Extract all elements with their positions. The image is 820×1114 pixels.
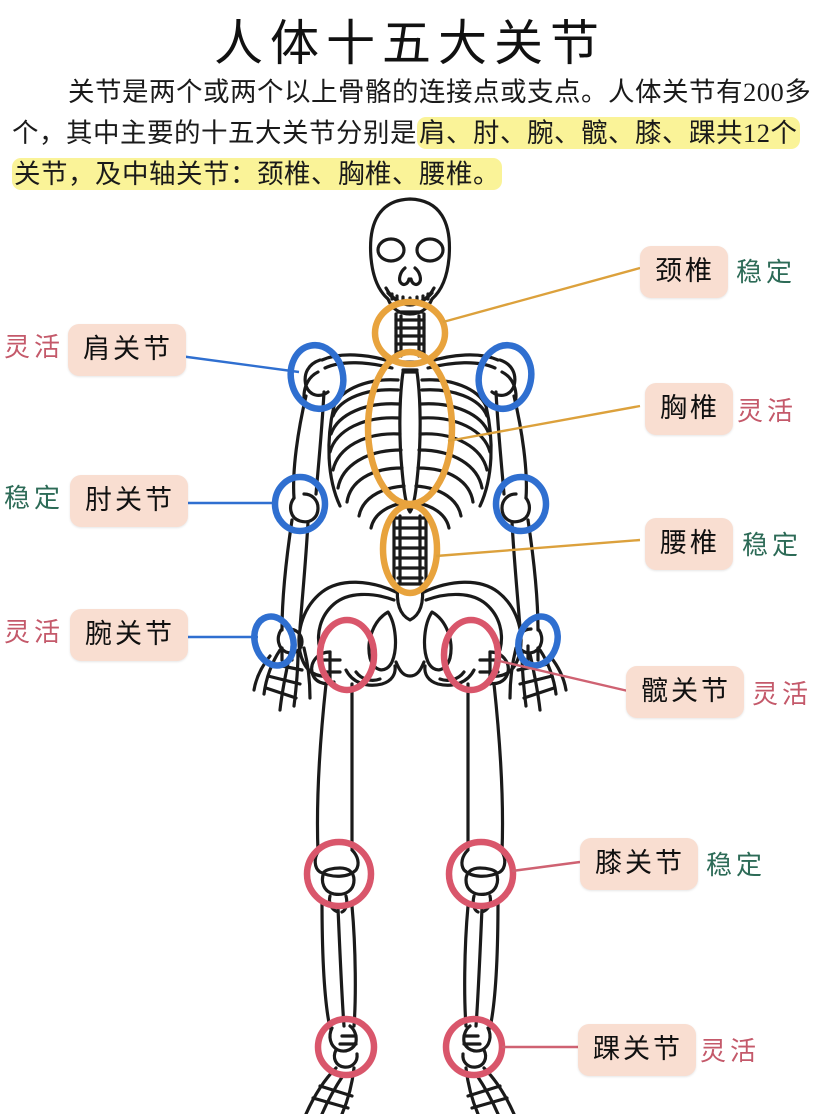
label-ankle[interactable]: 踝关节 — [578, 1024, 696, 1076]
wrist-right-highlight-circle — [515, 613, 561, 669]
shoulder-quality-tag: 灵活 — [4, 333, 65, 362]
wrist-quality-tag: 灵活 — [4, 618, 65, 647]
knee-right-highlight-circle — [445, 838, 517, 910]
lumbar-highlight-circle — [379, 501, 441, 597]
page-title: 人体十五大关节 — [213, 16, 606, 71]
label-shoulder[interactable]: 肩关节 — [68, 324, 186, 376]
label-knee[interactable]: 膝关节 — [580, 838, 698, 890]
ankle-left-highlight-circle — [314, 1015, 378, 1079]
intro-paragraph: 关节是两个或两个以上骨骼的连接点或支点。人体关节有200多个，其中主要的十五大关… — [12, 72, 812, 195]
ankle-right-highlight-circle — [442, 1015, 506, 1079]
connector-thoracic — [447, 404, 641, 443]
label-wrist[interactable]: 腕关节 — [70, 609, 188, 661]
knee-quality-tag: 稳定 — [706, 851, 767, 880]
decorative-dot — [395, 1076, 410, 1091]
elbow-quality-tag: 稳定 — [4, 484, 65, 513]
thoracic-quality-tag: 灵活 — [737, 397, 798, 426]
label-hip[interactable]: 髋关节 — [626, 666, 744, 718]
connector-hip — [494, 658, 629, 693]
lumbar-quality-tag: 稳定 — [742, 531, 803, 560]
connector-shoulder — [179, 354, 300, 374]
shoulder-left-highlight-circle — [287, 341, 347, 413]
knee-left-highlight-circle — [303, 838, 375, 910]
cervical-highlight-circle — [371, 298, 449, 368]
hip-quality-tag: 灵活 — [752, 680, 813, 709]
elbow-right-highlight-circle — [492, 473, 550, 535]
hip-right-highlight-circle — [440, 616, 502, 694]
intro-paragraph-plain: 关节是两个或两个以上骨骼的连接点或支点。人体关节有200多个，其中主要的十五大关… — [12, 77, 812, 148]
label-lumbar[interactable]: 腰椎 — [645, 518, 733, 570]
shoulder-right-highlight-circle — [475, 341, 535, 413]
wrist-left-highlight-circle — [251, 613, 297, 669]
label-thoracic[interactable]: 胸椎 — [645, 383, 733, 435]
thoracic-highlight-circle — [364, 348, 456, 508]
decorative-dot — [418, 1079, 430, 1091]
connector-cervical — [442, 266, 641, 324]
label-elbow[interactable]: 肘关节 — [70, 475, 188, 527]
hip-left-highlight-circle — [316, 616, 378, 694]
connector-knee — [511, 860, 581, 873]
elbow-left-highlight-circle — [271, 473, 329, 535]
connector-lumbar — [435, 538, 641, 558]
label-cervical[interactable]: 颈椎 — [640, 246, 728, 298]
cervical-quality-tag: 稳定 — [736, 258, 797, 287]
ankle-quality-tag: 灵活 — [700, 1037, 761, 1066]
